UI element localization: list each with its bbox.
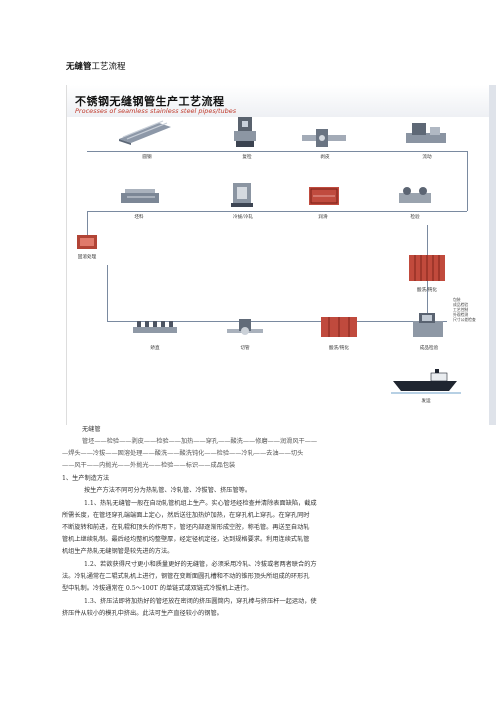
sequence-line-1: 管坯——检验——剥皮——检验——加热——穿孔——酸洗——修磨——润滑风干—— <box>82 438 318 445</box>
p12-line-3: 型中轧制。冷拔通常在 0.5～100T 的单链式或双链式冷拔机上进行。 <box>62 585 253 592</box>
stage-label-9: 固溶处理 <box>77 255 97 260</box>
round-bar-machine <box>119 120 171 145</box>
stage-label-7: 润滑 <box>318 215 328 220</box>
flow-connector-left <box>87 211 88 241</box>
stage-label-12: 切管 <box>240 346 250 351</box>
stage-label-8: 检验 <box>410 215 420 220</box>
process-flow-figure: 不锈钢无缝钢管生产工艺流程 Processes of seamless stai… <box>66 85 496 425</box>
p12-line-2: 法。冷轧通常在二辊式轧机上进行，钢管在变断面圆孔槽和不动的锥形顶头所组成的环形孔 <box>62 573 310 580</box>
note-1: 包装 <box>453 297 461 302</box>
flow-machine <box>406 123 446 143</box>
tube-cutting-machine <box>227 319 263 335</box>
sequence-line-2: —焊头——冷拔——固溶处理——酸洗——酸洗钝化——检验——冷轧——去油——切头 <box>62 450 304 457</box>
stage-label-11: 矫直 <box>150 346 160 351</box>
note-4: 外观检测 <box>453 312 469 317</box>
pickling-passivation-tank <box>321 317 357 337</box>
note-2: 成品检验 <box>453 302 469 307</box>
note-5: 尺寸公差检查 <box>453 317 476 322</box>
document-title-rest: 工艺流程 <box>91 62 126 72</box>
p13-line-2: 挤压件从较小的模孔中挤出。此法可生产直径较小的钢管。 <box>62 610 223 617</box>
pickling-tank <box>409 255 445 281</box>
figure-title: 不锈钢无缝钢管生产工艺流程 <box>75 95 225 108</box>
inspection-machine <box>234 117 256 147</box>
sequence-label: 无缝管 <box>82 426 101 433</box>
inspection-notes: 包装 成品检验 工艺控制 外观检测 尺寸公差检查 <box>453 297 476 322</box>
p12-line-1: 1.2、若欲获得尺寸更小和质量更好的无缝管，必须采用冷轧、冷拔或者两者联合的方 <box>84 561 317 568</box>
final-inspection-machine <box>413 313 443 337</box>
solution-furnace <box>77 235 97 249</box>
p11-line-3: 不断旋转和前进，在轧辊和顶头的作用下，管坯内部逐渐形成空腔，称毛管。再送至自动轧 <box>62 524 310 531</box>
peeling-machine <box>302 129 346 147</box>
billet-machine <box>121 189 159 203</box>
note-3: 工艺控制 <box>453 307 469 312</box>
paragraph-methods: 按生产方法不同可分为热轧管、冷轧管、冷拔管、挤压管等。 <box>84 487 252 494</box>
figure-header: 不锈钢无缝钢管生产工艺流程 Processes of seamless stai… <box>67 85 496 117</box>
figure-subtitle: Processes of seamless stainless steel pi… <box>75 107 237 115</box>
p11-line-1: 1.1、热轧无缝管一般在自动轧管机组上生产。实心管坯经检查并清除表面缺陷，截成 <box>84 500 317 507</box>
stage-label-6: 冷拔/冷轧 <box>233 215 253 220</box>
document-title: 无缝管工艺流程 <box>66 60 126 72</box>
section-heading-1: 1、生产制造方法 <box>62 475 110 482</box>
cold-drawing-machine <box>231 183 253 207</box>
stage-label-15: 发运 <box>421 399 431 404</box>
stage-label-14: 成品检验 <box>419 346 439 351</box>
inspection-station <box>399 187 431 203</box>
stage-label-13: 酸洗/钝化 <box>329 346 349 351</box>
flow-connector-left2 <box>107 265 108 321</box>
flow-connector-right <box>467 151 468 211</box>
stage-label-2: 复检 <box>242 155 252 160</box>
document-title-bold: 无缝管 <box>66 62 92 72</box>
p13-line-1: 1.3、挤压法即将加热好的管坯放在密闭的挤压圆筒内，穿孔棒与挤压杆一起运动，使 <box>84 598 317 605</box>
stage-label-4: 流动 <box>422 155 432 160</box>
flow-line-row4 <box>107 321 447 322</box>
p11-line-2: 所需长度，在管坯穿孔端端面上定心，然后送往加热炉加热，在穿孔机上穿孔。在穿孔同时 <box>62 512 310 519</box>
flow-line-row2 <box>87 211 467 212</box>
stage-label-5: 坯料 <box>134 215 144 220</box>
cargo-ship <box>391 369 461 394</box>
straightening-machine <box>133 321 177 333</box>
p11-line-5: 机组生产热轧无缝钢管是较先进的方法。 <box>62 548 174 555</box>
p11-line-4: 管机上继续轧制。最后经均整机均整壁厚，经定径机定径，达到规格要求。利用连续式轧管 <box>62 536 310 543</box>
flow-line-row1 <box>87 151 467 152</box>
sequence-line-3: ——风干——内抛光——外抛光——检验——标识——成品包装 <box>62 462 236 469</box>
stage-label-3: 剥皮 <box>320 155 330 160</box>
stage-label-10: 酸洗/钝化 <box>417 288 437 293</box>
lubrication-tank <box>309 187 339 205</box>
stage-label-1: 圆钢 <box>142 155 152 160</box>
figure-side-band <box>489 85 496 425</box>
